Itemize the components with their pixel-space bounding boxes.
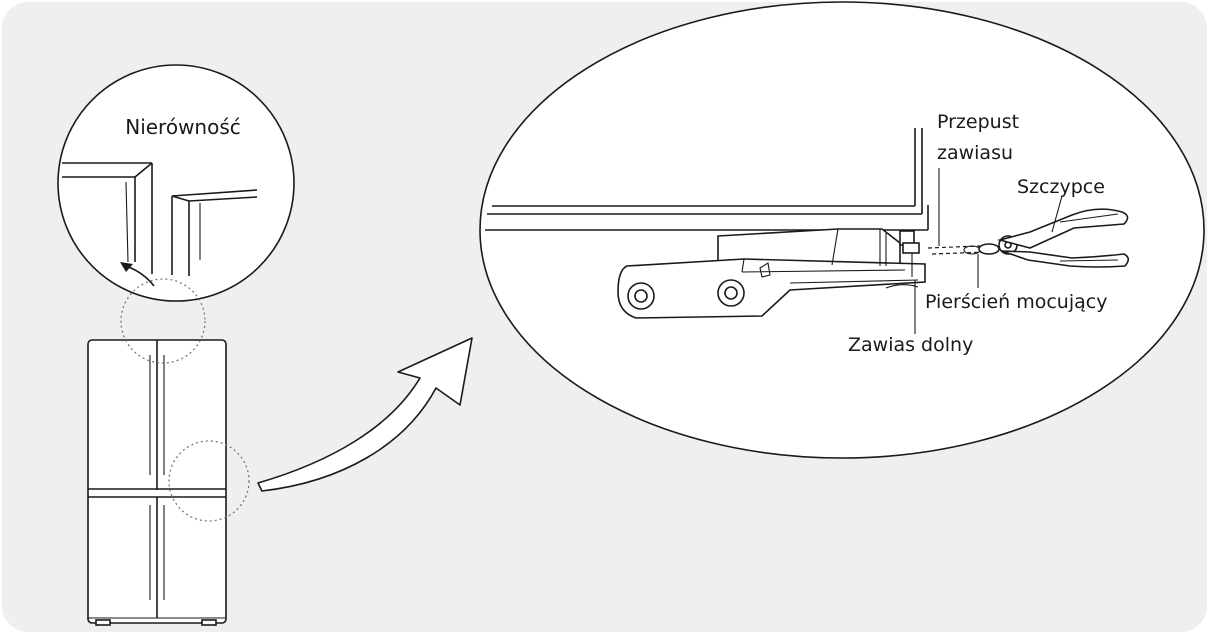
hinge-detail: Przepust zawiasu Szczypce Pierścień mocu… bbox=[479, 1, 1205, 459]
pliers-and-retaining-ring bbox=[927, 208, 1130, 268]
pliers-label: Szczypce bbox=[1017, 176, 1105, 198]
unevenness-label: Nierówność bbox=[125, 115, 241, 139]
leader-lines bbox=[914, 168, 1063, 334]
zoom-arrow bbox=[257, 337, 473, 492]
unevenness-pointer-arrow bbox=[120, 262, 155, 287]
hinge-passage-label-line1: Przepust bbox=[937, 111, 1019, 133]
uneven-doors-top-view bbox=[62, 162, 258, 276]
hinge-passage-label-line2: zawiasu bbox=[937, 142, 1013, 164]
bottom-hinge-part bbox=[617, 228, 926, 319]
hinge-dotted-circle bbox=[168, 440, 250, 522]
pliers-leader bbox=[1051, 195, 1063, 233]
top-dotted-circle bbox=[120, 278, 206, 364]
bottom-hinge-label: Zawias dolny bbox=[848, 334, 973, 356]
unevenness-detail-circle bbox=[57, 64, 295, 302]
retaining-ring-label: Pierścień mocujący bbox=[925, 291, 1107, 313]
unevenness-detail: Nierówność bbox=[57, 64, 295, 302]
refrigerator-front-view bbox=[87, 278, 250, 626]
